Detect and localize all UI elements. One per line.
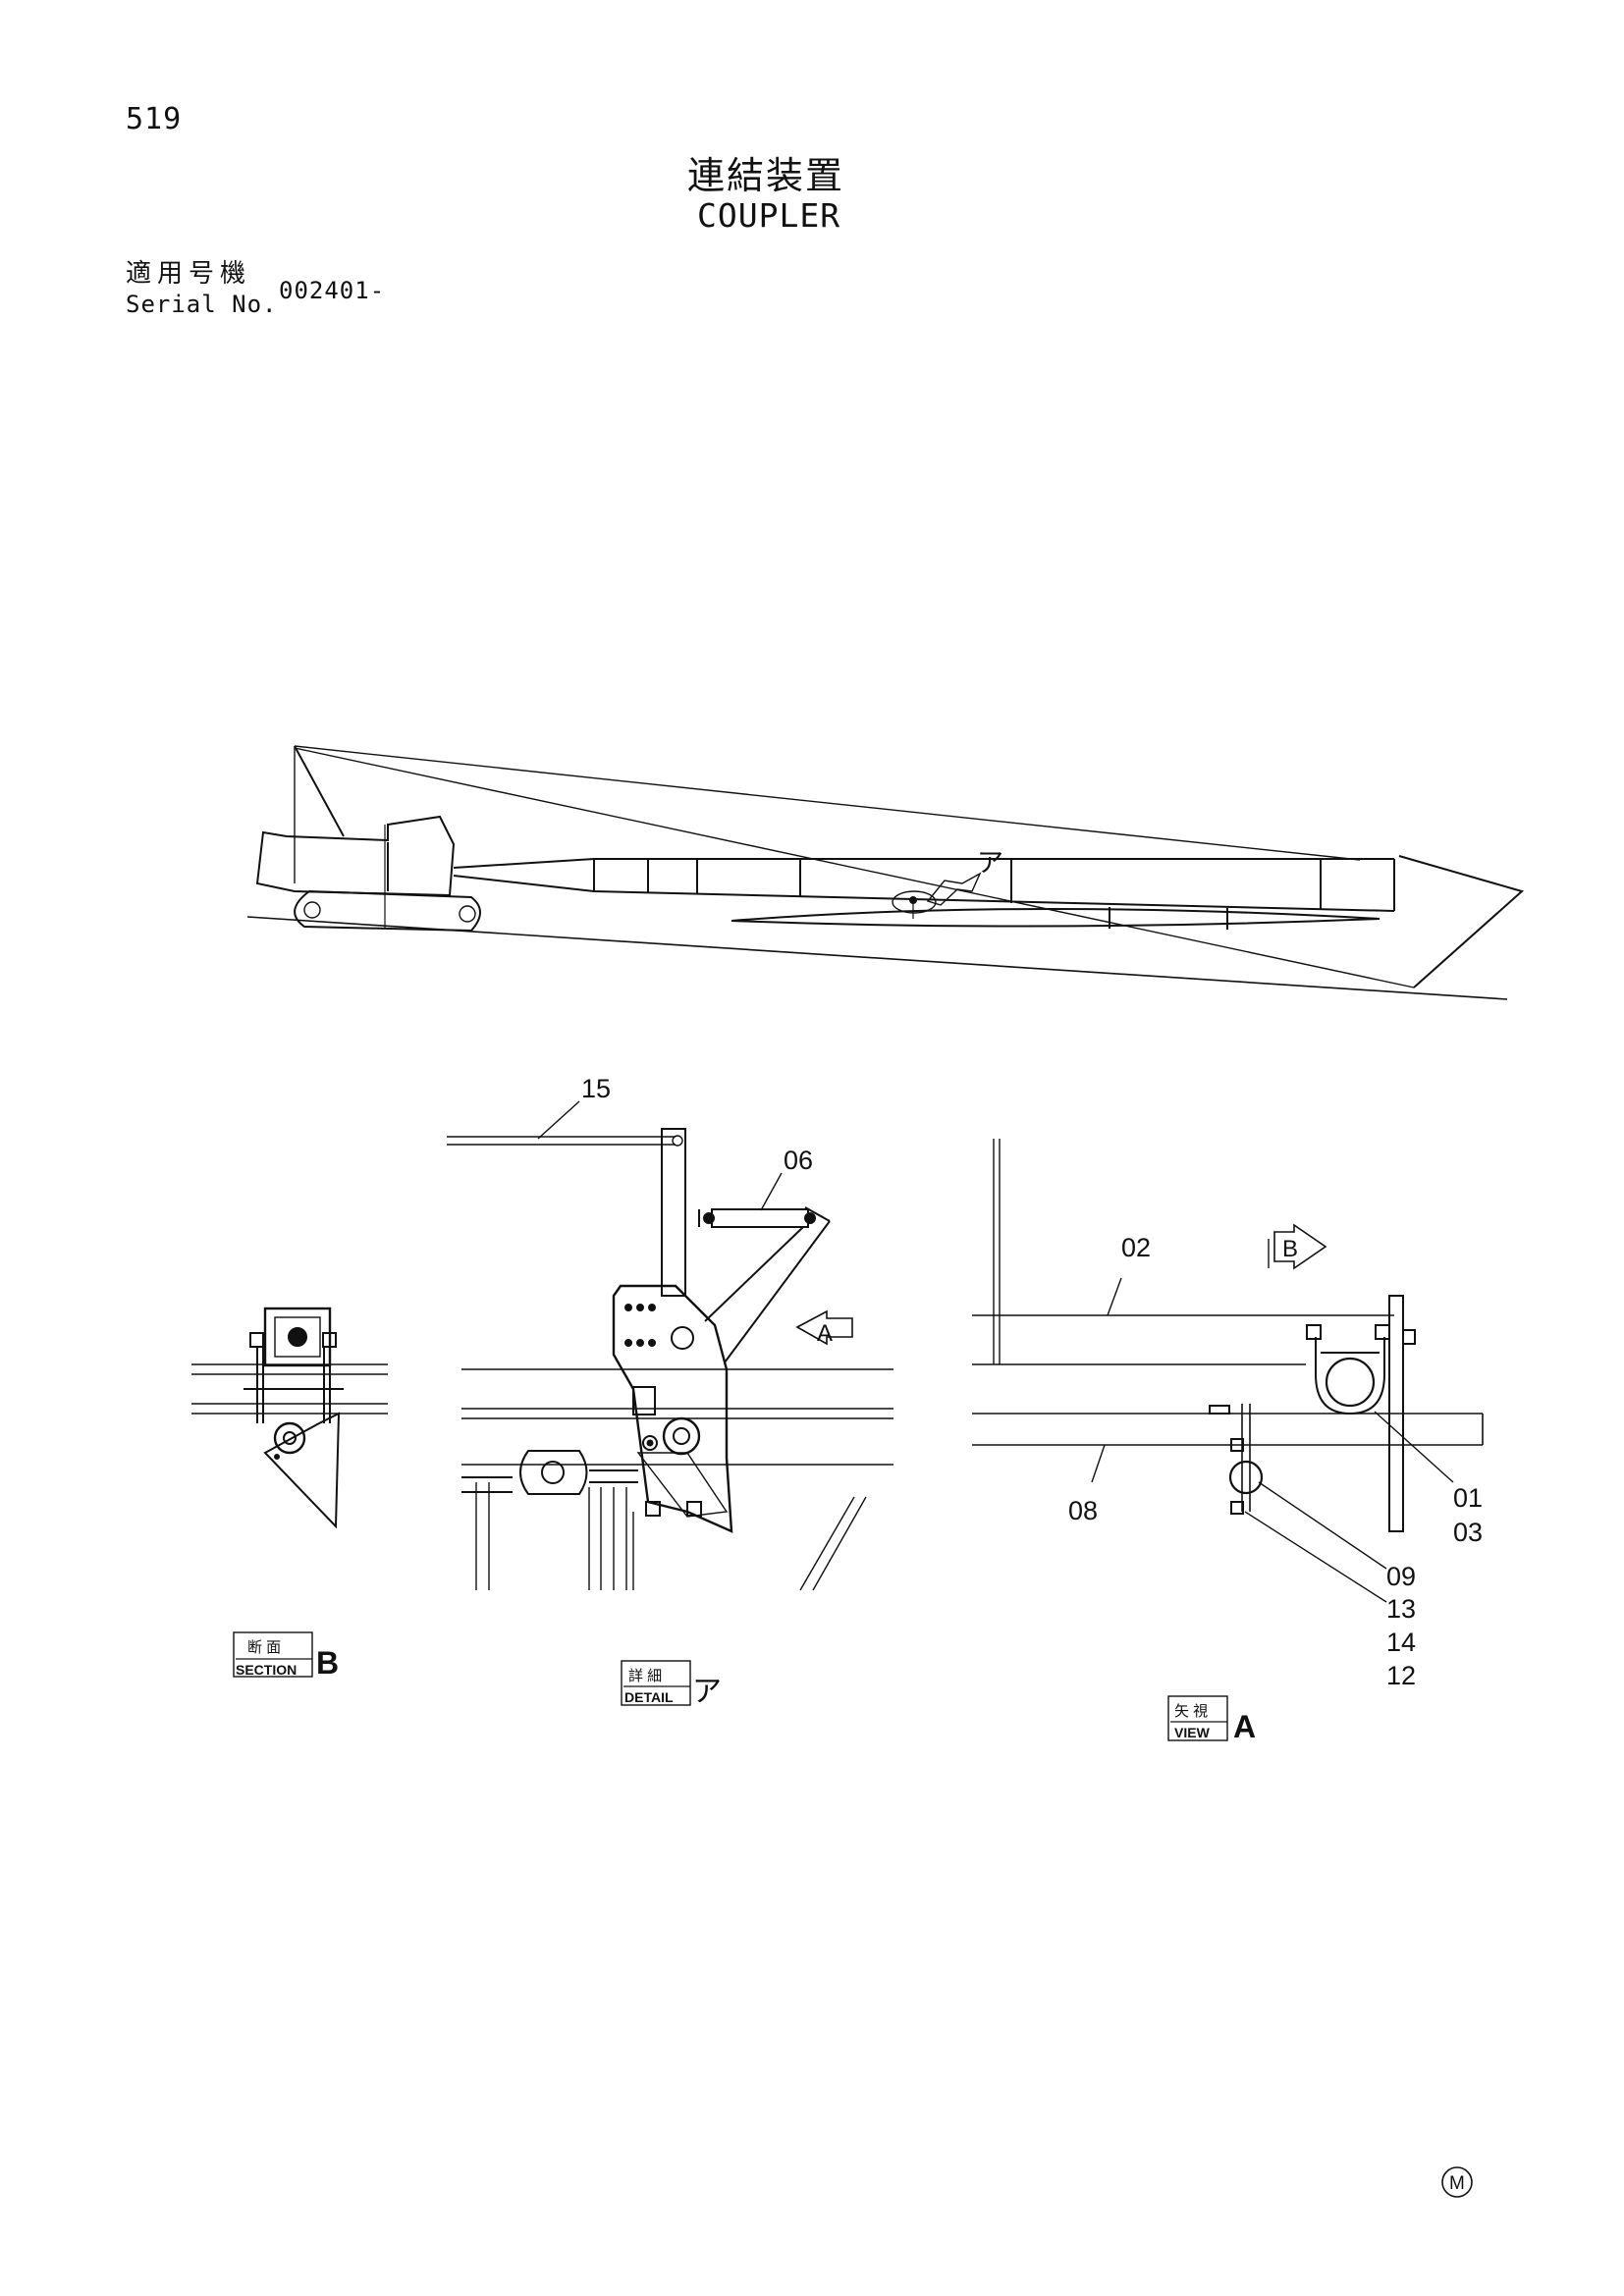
page-title: COUPLER <box>697 196 841 235</box>
callout-09: 09 <box>1386 1562 1416 1591</box>
page-number: 519 <box>126 102 183 136</box>
footer-m-mark: M <box>1441 2166 1473 2198</box>
view-tag-japanese: 矢 視 <box>1174 1703 1208 1720</box>
view-a-arrow-label: A <box>817 1320 833 1347</box>
view-a-drawing: B <box>972 1139 1484 1603</box>
detail-tag-english: DETAIL <box>624 1689 674 1705</box>
detail-a-drawing: A <box>447 1100 893 1591</box>
view-a-tag: 矢 視 VIEW A <box>1167 1695 1256 1744</box>
serial-number-value: 002401- <box>279 277 386 304</box>
callout-12: 12 <box>1386 1661 1416 1690</box>
section-b-drawing <box>191 1307 388 1529</box>
overview-detail-marker: ア <box>977 848 1003 878</box>
section-tag-letter: B <box>316 1645 339 1681</box>
callout-01: 01 <box>1453 1483 1483 1513</box>
callout-14: 14 <box>1386 1628 1416 1657</box>
view-tag-letter: A <box>1233 1709 1256 1744</box>
callout-13: 13 <box>1386 1594 1416 1624</box>
callout-02: 02 <box>1121 1233 1151 1262</box>
callout-08: 08 <box>1068 1496 1098 1525</box>
section-tag-japanese: 断 面 <box>247 1639 281 1656</box>
detail-tag-letter: ア <box>692 1676 722 1708</box>
callout-06: 06 <box>784 1146 813 1175</box>
page-title-japanese: 連結装置 <box>687 154 845 197</box>
section-tag-english: SECTION <box>236 1662 297 1678</box>
detail-tag-japanese: 詳 細 <box>628 1668 662 1684</box>
section-b-tag: 断 面 SECTION B <box>233 1631 339 1681</box>
serial-label: Serial No. <box>126 291 278 318</box>
callout-15: 15 <box>581 1074 611 1103</box>
view-b-arrow-label: B <box>1282 1236 1298 1262</box>
callout-03: 03 <box>1453 1518 1483 1547</box>
crane-overview-drawing: ア <box>246 745 1525 1000</box>
view-tag-english: VIEW <box>1174 1725 1211 1740</box>
serial-label-japanese: 適用号機 <box>126 259 252 289</box>
detail-a-tag: 詳 細 DETAIL ア <box>621 1660 722 1708</box>
footer-mark-letter: M <box>1449 2173 1465 2194</box>
